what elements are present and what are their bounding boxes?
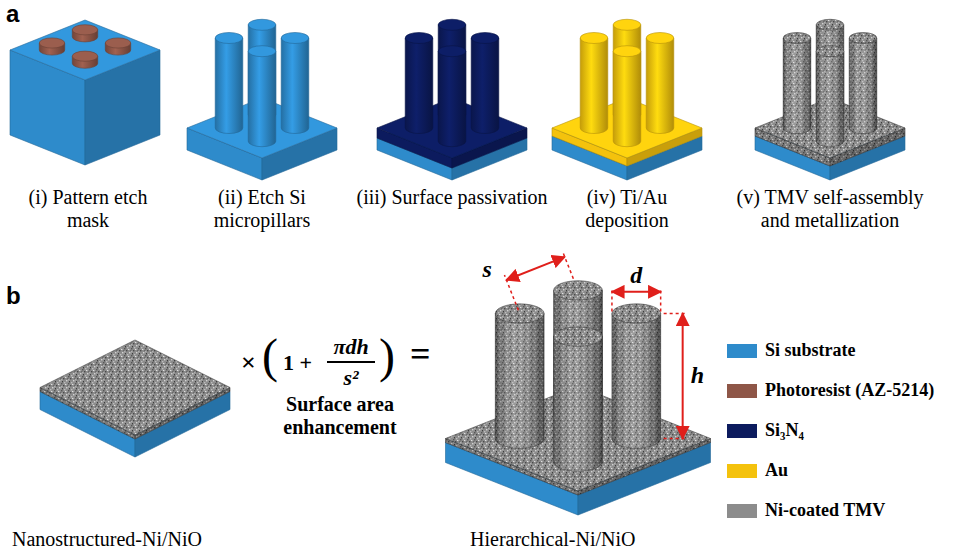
pillar-body	[438, 51, 466, 147]
etch-mask-block	[10, 20, 160, 165]
pillar-body	[816, 51, 844, 147]
pillar-top	[39, 38, 64, 48]
pillar-body	[281, 38, 309, 134]
dimension-arrow	[682, 314, 684, 439]
extension-line	[664, 313, 688, 315]
step-caption: (iii) Surface passivation	[337, 186, 567, 209]
pillar-body	[471, 38, 499, 134]
nanostructured-slab	[40, 340, 230, 457]
pillar-body	[554, 337, 603, 472]
si-micropillars	[187, 19, 337, 180]
dimension-label: h	[691, 362, 704, 390]
formula-numerator: πdh	[323, 334, 379, 359]
pillar-shade	[495, 314, 544, 449]
times-sign: ×	[241, 348, 256, 378]
pillar-top	[613, 46, 641, 57]
pillar-top	[72, 51, 97, 61]
pillar-top	[613, 19, 641, 30]
dimension-arrow	[612, 291, 661, 293]
pillar-shade	[849, 38, 877, 134]
tmv-coated-pillars	[755, 19, 905, 180]
dimension-label: s	[482, 256, 491, 284]
pillar-top	[72, 25, 97, 35]
pillar-shade	[783, 38, 811, 134]
dimension-lines	[504, 252, 687, 439]
pillar-top	[438, 46, 466, 57]
pillar-top	[495, 304, 544, 323]
fraction-bar	[327, 361, 375, 363]
pillar-top	[783, 32, 811, 43]
pillar-top	[554, 327, 603, 346]
step-caption: (v) TMV self-assembly and metallization	[723, 186, 938, 232]
pillar-body	[215, 38, 243, 134]
pillar-top	[816, 19, 844, 30]
pillar-body	[405, 38, 433, 134]
legend-swatch	[727, 464, 757, 478]
legend-swatch	[727, 344, 757, 358]
pillar-top	[554, 281, 603, 300]
pillar-shade	[554, 337, 603, 472]
dimension-label: d	[630, 262, 642, 290]
dimension-arrow	[506, 257, 564, 280]
extension-line	[563, 252, 574, 279]
pillar-top	[281, 32, 309, 43]
parenthesis: )	[379, 328, 395, 383]
formula-caption: Surface area enhancement	[275, 393, 405, 439]
step-caption: (ii) Etch Si micropillars	[187, 186, 337, 232]
pillar-body	[248, 51, 276, 147]
legend-text: Si substrate	[765, 340, 856, 361]
panel-letter: b	[6, 282, 21, 310]
sample-label: Hierarchical-Ni/NiO	[470, 528, 635, 551]
passivated-pillars	[377, 19, 527, 180]
pillar-body	[646, 38, 674, 134]
pillar-top	[248, 46, 276, 57]
pillar-body	[580, 38, 608, 134]
pillar-body	[495, 314, 544, 449]
legend-swatch	[727, 424, 757, 438]
panel-letter: a	[6, 0, 19, 28]
pillar-top	[248, 19, 276, 30]
pillar-top	[849, 32, 877, 43]
legend-swatch	[727, 504, 757, 518]
pillar-top	[105, 38, 130, 48]
legend-text: Au	[765, 460, 788, 481]
pillar-top	[816, 46, 844, 57]
step-caption: (iv) Ti/Au deposition	[567, 186, 687, 232]
pillar-body	[613, 51, 641, 147]
pillar-top	[580, 32, 608, 43]
parenthesis: (	[262, 328, 278, 383]
pillar-top	[612, 304, 661, 323]
legend-text: Ni-coated TMV	[765, 500, 885, 521]
pillar-top	[438, 19, 466, 30]
hierarchical-structure	[446, 281, 711, 515]
pillar-top	[405, 32, 433, 43]
slab-top-face	[10, 20, 160, 80]
legend-swatch	[727, 384, 757, 398]
legend-text: Si₃N₄	[765, 420, 804, 441]
pillar-top	[471, 32, 499, 43]
formula-denominator: s²	[329, 365, 373, 390]
pillar-top	[646, 32, 674, 43]
pillar-shade	[816, 51, 844, 147]
gold-coated-pillars	[552, 19, 702, 180]
slab-top-face	[40, 340, 230, 435]
pillar-top	[215, 32, 243, 43]
equals-sign: =	[410, 334, 431, 375]
extension-line	[664, 438, 688, 440]
legend-text: Photoresist (AZ-5214)	[765, 380, 934, 401]
pillar-body	[783, 38, 811, 134]
pillar-body	[849, 38, 877, 134]
formula-term: 1 +	[283, 350, 312, 375]
sample-label: Nanostructured-Ni/NiO	[12, 528, 202, 551]
pillar-shade	[612, 314, 661, 449]
step-caption: (i) Pattern etch mask	[23, 186, 153, 232]
pillar-body	[612, 314, 661, 449]
